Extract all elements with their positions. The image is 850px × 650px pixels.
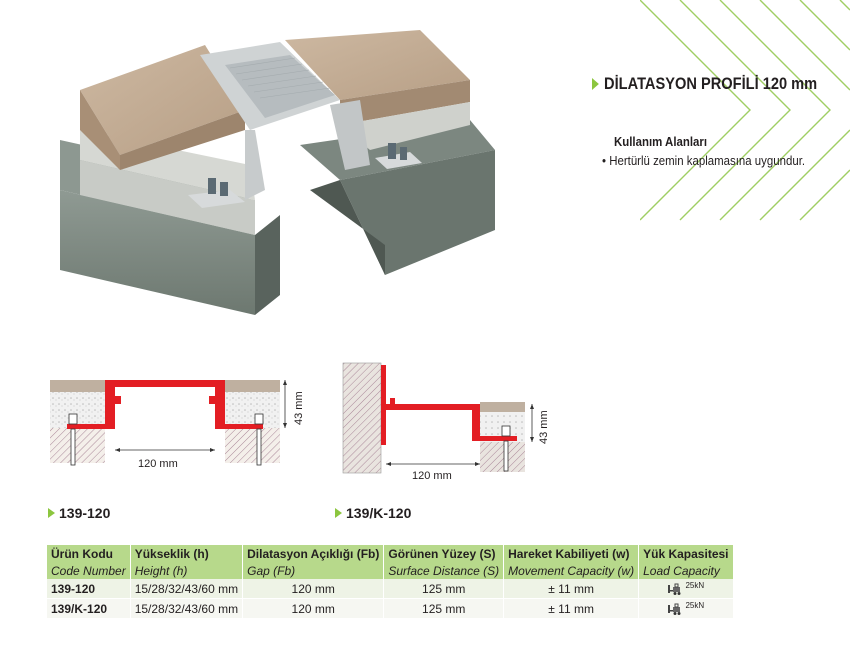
- spec-table: Ürün Kodu Yükseklik (h) Dilatasyon Açıkl…: [47, 545, 734, 619]
- cell-height: 15/28/32/43/60 mm: [130, 598, 244, 619]
- table-row: 139/K-120 15/28/32/43/60 mm 120 mm 125 m…: [47, 598, 734, 619]
- cell-surface: 125 mm: [383, 598, 505, 619]
- decorative-lines: [640, 0, 850, 221]
- product-code-139-k-120: 139/K-120: [335, 505, 411, 521]
- cell-height: 15/28/32/43/60 mm: [130, 579, 244, 599]
- col-header: Dilatasyon Açıklığı (Fb): [242, 545, 385, 562]
- cell-surface: 125 mm: [383, 579, 505, 599]
- col-header-en: Height (h): [130, 562, 244, 579]
- forklift-icon: [668, 583, 681, 595]
- usage-heading: Kullanım Alanları: [614, 134, 708, 149]
- page-title-text: DİLATASYON PROFİLİ 120 mm: [604, 74, 818, 93]
- col-header-en: Code Number: [47, 562, 131, 579]
- forklift-icon: [668, 603, 681, 615]
- bullet-icon: •: [602, 153, 607, 168]
- cell-code: 139-120: [47, 579, 131, 599]
- col-header-en: Load Capacity: [638, 562, 734, 579]
- bolt-icon: [208, 178, 216, 194]
- col-header-en: Surface Distance (S): [383, 562, 505, 579]
- product-code-139-120: 139-120: [48, 505, 110, 521]
- cell-movement: ± 11 mm: [503, 598, 640, 619]
- cell-movement: ± 11 mm: [503, 579, 640, 599]
- left-tile: [80, 45, 245, 155]
- table-row: 139-120 15/28/32/43/60 mm 120 mm 125 mm …: [47, 579, 734, 599]
- section-drawing-139-120: [50, 380, 287, 466]
- cell-load: 25kN: [638, 579, 734, 599]
- height-dimension-label: 43 mm: [538, 410, 550, 444]
- height-dimension-label: 43 mm: [293, 391, 305, 425]
- product-illustration: [60, 30, 495, 315]
- section-drawing-139-k-120: [342, 362, 534, 474]
- arrow-bullet-icon: [592, 78, 599, 90]
- cell-code: 139/K-120: [47, 598, 131, 619]
- col-header: Yük Kapasitesi: [638, 545, 734, 562]
- table-header-en: Code Number Height (h) Gap (Fb) Surface …: [47, 562, 734, 579]
- page-title: DİLATASYON PROFİLİ 120 mm: [592, 74, 817, 94]
- width-dimension-label: 120 mm: [138, 458, 178, 470]
- usage-item: • Hertürlü zemin kaplamasına uygundur.: [602, 153, 806, 168]
- col-header: Ürün Kodu: [47, 545, 131, 562]
- cell-gap: 120 mm: [242, 579, 385, 599]
- arrow-bullet-icon: [48, 508, 55, 518]
- col-header: Görünen Yüzey (S): [383, 545, 505, 562]
- cell-gap: 120 mm: [242, 598, 385, 619]
- arrow-bullet-icon: [335, 508, 342, 518]
- width-dimension-label: 120 mm: [412, 470, 452, 482]
- col-header: Hareket Kabiliyeti (w): [503, 545, 640, 562]
- left-concrete-front: [60, 190, 255, 315]
- cell-load: 25kN: [638, 598, 734, 619]
- col-header-en: Gap (Fb): [242, 562, 385, 579]
- right-tile: [285, 30, 470, 100]
- table-header-tr: Ürün Kodu Yükseklik (h) Dilatasyon Açıkl…: [47, 545, 734, 562]
- col-header-en: Movement Capacity (w): [503, 562, 640, 579]
- col-header: Yükseklik (h): [130, 545, 244, 562]
